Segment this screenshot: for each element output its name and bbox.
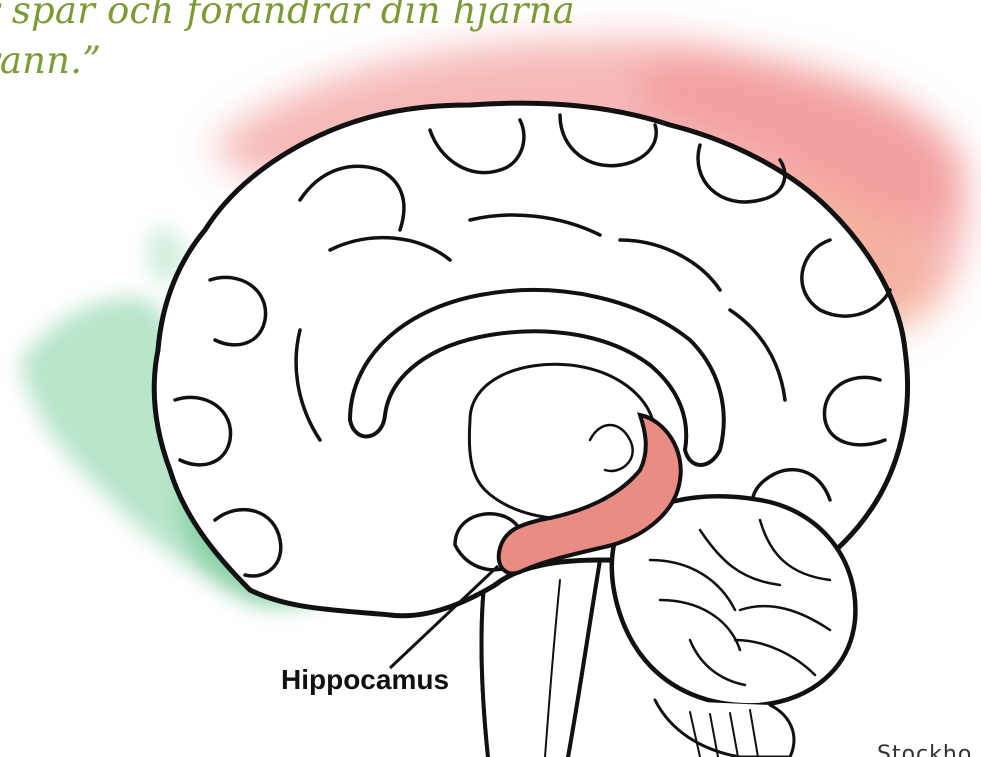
brainstem-fill	[482, 560, 600, 757]
hippocampus-label: Hippocamus	[281, 664, 449, 696]
credit-text: Stockho	[877, 742, 972, 757]
